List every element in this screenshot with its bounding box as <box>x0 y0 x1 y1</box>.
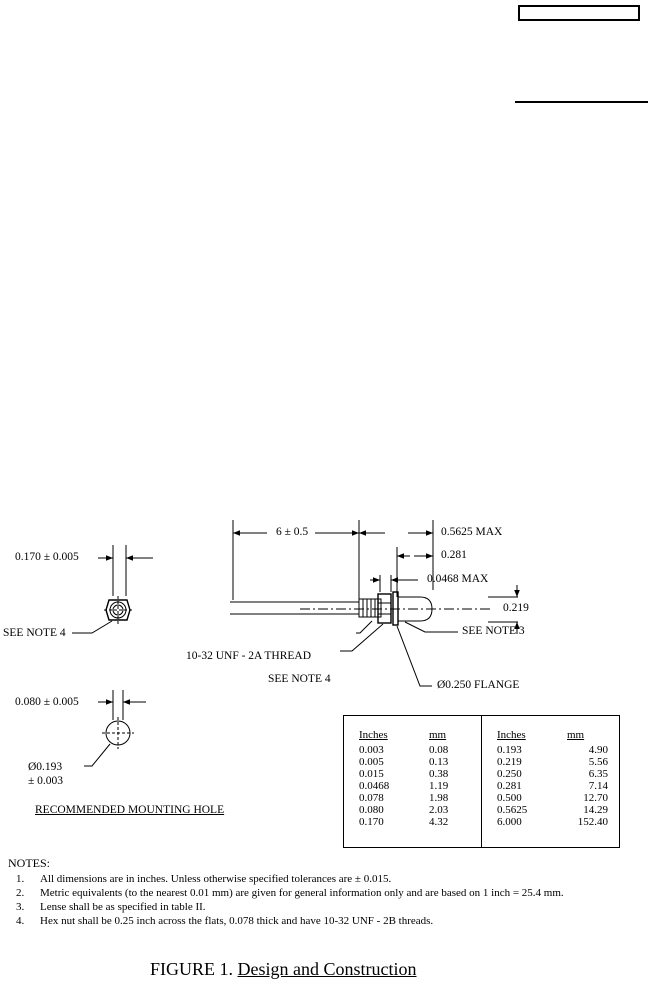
dim-label-0281: 0.281 <box>441 549 467 561</box>
table-cell: 0.08 <box>429 744 449 756</box>
mounting-hole-view <box>84 690 146 767</box>
dim-label-00468-max: 0.0468 MAX <box>427 573 489 585</box>
table-cell: 12.70 <box>583 792 608 804</box>
table-cell: 0.13 <box>429 756 449 768</box>
table-header-mm-left: mm <box>429 729 447 741</box>
hex-nut-end-view <box>72 545 153 634</box>
mounting-hole-caption: RECOMMENDED MOUNTING HOLE <box>35 804 225 816</box>
table-cell: 152.40 <box>577 816 608 828</box>
header-box <box>518 5 640 21</box>
note-number: 2. <box>16 887 25 899</box>
table-cell: 0.193 <box>497 744 522 756</box>
table-cell: 0.281 <box>497 780 522 792</box>
table-cell: 0.003 <box>359 744 384 756</box>
figure-label: FIGURE 1. <box>150 959 234 979</box>
notes-title: NOTES: <box>8 856 50 870</box>
table-cell: 2.03 <box>429 804 449 816</box>
note-item: 2. Metric equivalents (to the nearest 0.0… <box>16 888 564 899</box>
figure-title: Design and Construction <box>237 959 417 979</box>
table-cell: 0.5625 <box>497 804 528 816</box>
note-text: All dimensions are in inches. Unless oth… <box>40 873 392 885</box>
table-col-inches-right: 0.193 0.219 0.250 0.281 0.500 0.5625 6.0… <box>497 744 527 828</box>
dim-label-0170: 0.170 ± 0.005 <box>15 551 79 563</box>
table-cell: 4.32 <box>429 816 449 828</box>
table-cell: 1.19 <box>429 780 449 792</box>
note-item: 4. Hex nut shall be 0.25 inch across the … <box>16 916 433 927</box>
table-cell: 0.38 <box>429 768 449 780</box>
table-cell: 6.000 <box>497 816 522 828</box>
note-item: 1. All dimensions are in inches. Unless o… <box>16 874 391 885</box>
table-cell: 0.500 <box>497 792 522 804</box>
hole-diameter-label: Ø0.193 <box>28 761 63 773</box>
dim-label-0080: 0.080 ± 0.005 <box>15 696 79 708</box>
hole-tolerance-label: ± 0.003 <box>28 775 64 787</box>
table-col-mm-right: 4.90 5.56 6.35 7.14 12.70 14.29 152.40 <box>560 744 608 828</box>
table-divider <box>481 715 482 848</box>
table-cell: 0.005 <box>359 756 384 768</box>
table-cell: 0.078 <box>359 792 384 804</box>
table-cell: 0.0468 <box>359 780 390 792</box>
table-cell: 0.015 <box>359 768 384 780</box>
table-cell: 0.250 <box>497 768 522 780</box>
note-number: 4. <box>16 915 25 927</box>
see-note-4-center: SEE NOTE 4 <box>268 673 331 685</box>
see-note-3: SEE NOTE 3 <box>462 625 525 637</box>
table-col-mm-left: 0.08 0.13 0.38 1.19 1.98 2.03 4.32 <box>429 744 448 828</box>
note-text: Lense shall be as specified in table II. <box>40 901 206 913</box>
note-number: 1. <box>16 873 25 885</box>
note-text: Metric equivalents (to the nearest 0.01 … <box>40 887 564 899</box>
table-cell: 0.219 <box>497 756 522 768</box>
thread-callout: 10-32 UNF - 2A THREAD <box>186 650 312 662</box>
figure-caption: FIGURE 1. Design and Construction <box>150 960 417 978</box>
flange-callout: Ø0.250 FLANGE <box>437 679 520 691</box>
table-header-inches-left: Inches <box>359 729 388 741</box>
note-number: 3. <box>16 901 25 913</box>
table-cell: 1.98 <box>429 792 449 804</box>
note-item: 3. Lense shall be as specified in table I… <box>16 902 206 913</box>
note-text: Hex nut shall be 0.25 inch across the fl… <box>40 915 434 927</box>
dim-label-0219: 0.219 <box>503 602 529 614</box>
see-note-4-left: SEE NOTE 4 <box>3 627 66 639</box>
table-header-mm-right: mm <box>567 729 585 741</box>
table-cell: 5.56 <box>588 756 608 768</box>
table-col-inches-left: 0.003 0.005 0.015 0.0468 0.078 0.080 0.1… <box>359 744 389 828</box>
led-side-view <box>230 520 520 687</box>
table-cell: 14.29 <box>583 804 608 816</box>
table-cell: 0.170 <box>359 816 384 828</box>
table-header-inches-right: Inches <box>497 729 526 741</box>
table-cell: 0.080 <box>359 804 384 816</box>
dim-label-6: 6 ± 0.5 <box>276 526 309 538</box>
table-cell: 4.90 <box>588 744 608 756</box>
table-cell: 6.35 <box>588 768 608 780</box>
header-rule <box>515 101 648 103</box>
dim-label-05625-max: 0.5625 MAX <box>441 526 503 538</box>
table-cell: 7.14 <box>588 780 608 792</box>
